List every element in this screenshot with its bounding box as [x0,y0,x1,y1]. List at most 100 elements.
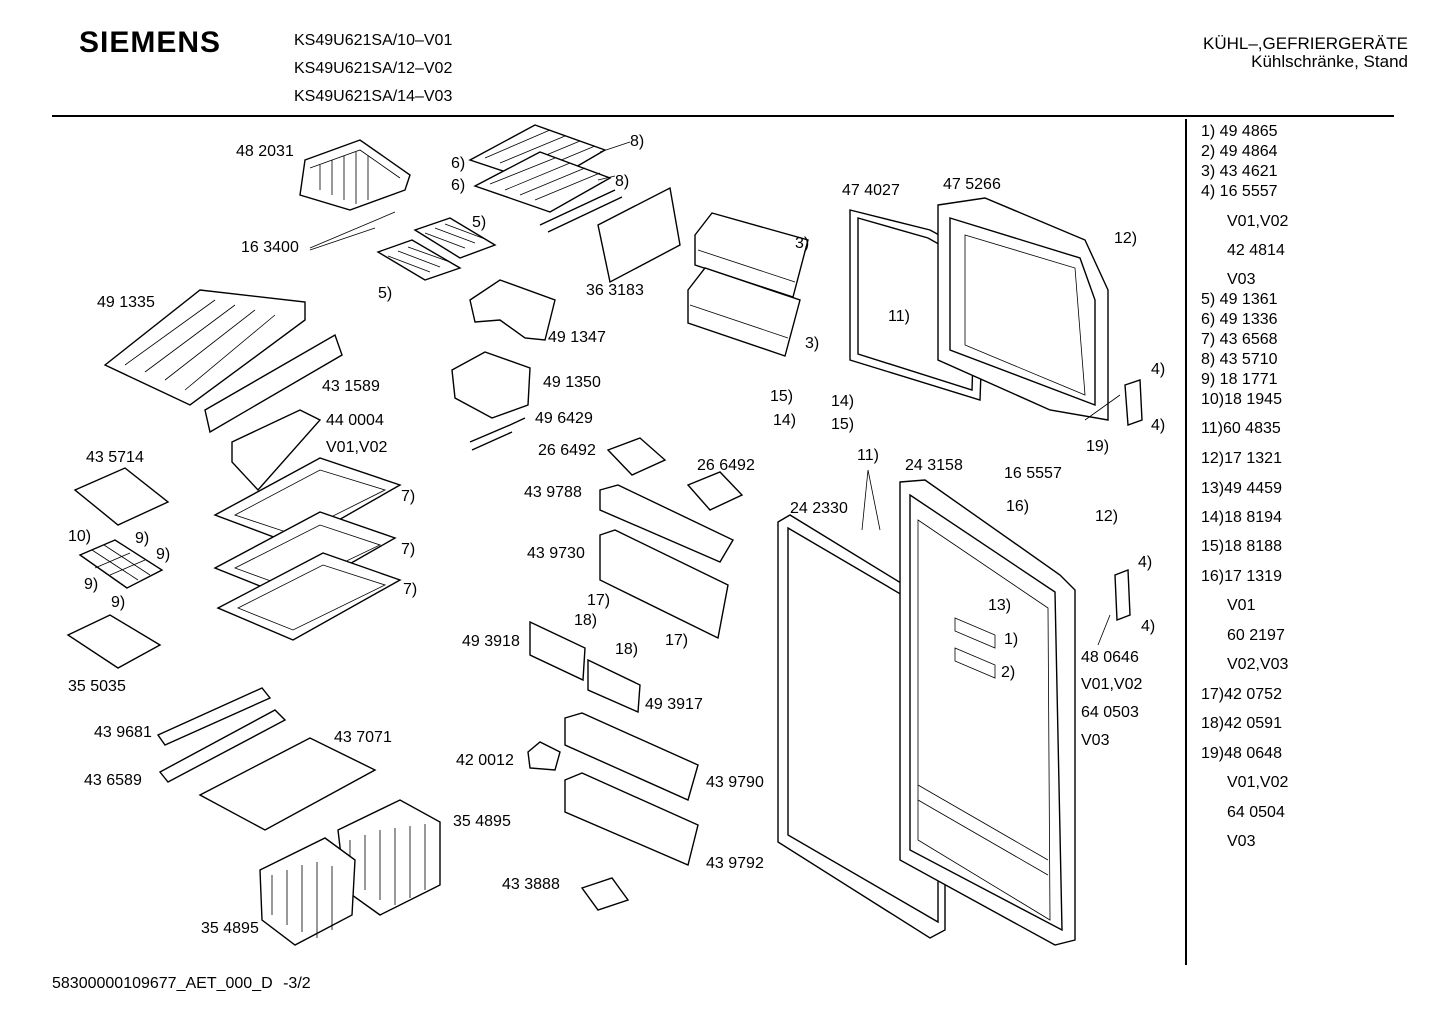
callout-242330: 24 2330 [790,500,848,517]
parts-list-item: V01,V02 [1227,213,1289,230]
door-bin-middle-drawing [599,529,729,640]
door-shelf-upper-drawing [599,484,734,563]
parts-list-item: 60 2197 [1227,627,1285,644]
parts-list-item: 15)18 8188 [1201,538,1282,555]
callout-7a: 7) [401,488,416,505]
parts-list-item: 3) 43 4621 [1201,163,1278,180]
callout-v03: V03 [1081,732,1110,749]
callout-482031: 48 2031 [236,143,294,160]
door-bins-top-drawing [687,212,809,357]
callout-436589: 43 6589 [84,772,142,789]
callout-9a: 9) [135,530,150,547]
callout-17a: 17) [587,592,611,609]
hinge-top-drawing [1124,379,1143,426]
parts-list-item: 12)17 1321 [1201,450,1282,467]
callout-354895b: 35 4895 [201,920,259,937]
callout-491347: 49 1347 [548,329,606,346]
callout-363183: 36 3183 [586,282,644,299]
callout-440004: 44 0004 [326,412,384,429]
callout-435714: 43 5714 [86,449,144,466]
parts-list-item: 7) 43 6568 [1201,331,1278,348]
parts-list-item: 18)42 0591 [1201,715,1282,732]
page-number: -3/2 [283,975,311,992]
parts-list-item: 10)18 1945 [1201,391,1282,408]
callout-11b: 11) [857,447,879,464]
callout-4a: 4) [1151,361,1166,378]
small-drawer-drawing [66,614,162,669]
callout-420012: 42 0012 [456,752,514,769]
callout-4d: 4) [1141,618,1156,635]
ice-tray-drawing [376,217,497,281]
header-divider [52,115,1394,117]
callout-9c: 9) [84,576,99,593]
parts-list-item: V03 [1227,271,1256,288]
callout-433888: 43 3888 [502,876,560,893]
callout-8b: 8) [615,173,630,190]
callout-474027: 47 4027 [842,182,900,199]
category-title: KÜHL–,GEFRIERGERÄTE [1203,34,1408,53]
parts-list-item: 17)42 0752 [1201,686,1282,703]
callout-13: 13) [988,597,1012,614]
parts-list-divider [1185,119,1187,965]
callout-266492a: 26 6492 [538,442,596,459]
category-subtitle: Kühlschränke, Stand [1251,52,1408,71]
glass-panel-drawing [597,186,681,284]
callout-6a: 6) [451,155,466,172]
callout-437071: 43 7071 [334,729,392,746]
callout-8a: 8) [630,133,645,150]
callout-3b: 3) [805,335,820,352]
butter-dish-drawing [527,741,561,771]
callout-493917: 49 3917 [645,696,703,713]
parts-list-item: 19)48 0648 [1201,745,1282,762]
callout-4c: 4) [1138,554,1153,571]
cover-drawing [469,279,556,341]
callout-439681: 43 9681 [94,724,152,741]
parts-list-item: V03 [1227,833,1256,850]
callout-165557: 16 5557 [1004,465,1062,482]
parts-list-item: 4) 16 5557 [1201,183,1278,200]
callout-14b: 14) [773,412,797,429]
parts-list-item: V02,V03 [1227,656,1289,673]
glass-shelves-drawing [213,457,402,641]
callout-10: 10) [68,528,92,545]
grille-drawing [580,877,630,911]
callout-v0102b: V01,V02 [1081,676,1143,693]
egg-tray-left-drawing [606,437,667,476]
callout-480646: 48 0646 [1081,649,1139,666]
callout-493918: 49 3918 [462,633,520,650]
callout-1: 1) [1004,631,1019,648]
callout-439792: 43 9792 [706,855,764,872]
callout-v0102a: V01,V02 [326,439,388,456]
callout-6b: 6) [451,177,466,194]
freezer-door-drawing [937,197,1109,421]
callout-9b: 9) [156,546,171,563]
door-bin-bottom-drawing [564,772,699,866]
document-id: 58300000109677_AET_000_D [52,975,273,992]
wire-shelves-drawing [468,124,623,233]
callout-431589: 43 1589 [322,378,380,395]
callout-12b: 12) [1095,508,1119,525]
parts-list-item: 13)49 4459 [1201,480,1282,497]
callout-5b: 5) [378,285,393,302]
container-drawing [451,351,531,419]
model-number-2: KS49U621SA/12–V02 [294,60,453,77]
glass-plate-drawing [198,737,377,831]
footer: 58300000109677_AET_000_D -3/2 [52,975,311,993]
parts-list-item: 2) 49 4864 [1201,143,1278,160]
egg-tray-right-drawing [686,471,744,511]
callout-354895a: 35 4895 [453,813,511,830]
parts-list-item: 14)18 8194 [1201,509,1282,526]
parts-list-item: 6) 49 1336 [1201,311,1278,328]
parts-list-item: 16)17 1319 [1201,568,1282,585]
flap-left-drawing [529,620,586,682]
callout-16: 16) [1006,498,1030,515]
egg-holder-drawing [78,539,164,589]
door-bin-lower-drawing [564,712,699,801]
parts-list-item: 1) 49 4865 [1201,123,1278,140]
freezer-flap-drawing [299,139,411,211]
callout-355035: 35 5035 [68,678,126,695]
callout-4b: 4) [1151,417,1166,434]
callout-18b: 18) [615,641,639,658]
model-number-1: KS49U621SA/10–V01 [294,32,453,49]
